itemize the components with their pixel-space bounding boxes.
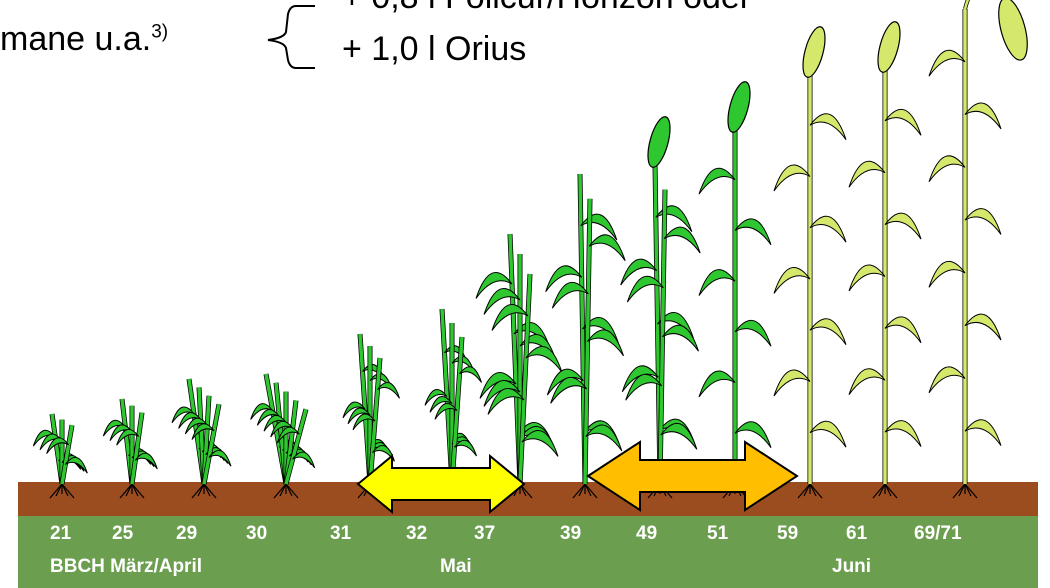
wheat-plant bbox=[773, 26, 847, 499]
month-label-juni: Juni bbox=[832, 556, 872, 577]
wheat-plant bbox=[171, 378, 232, 499]
wheat-plant bbox=[342, 333, 400, 499]
treatment-line-1: + 0,8 l Folicur/Horizon oder bbox=[342, 0, 751, 17]
bbch-stage-label: 25 bbox=[112, 523, 134, 544]
soil-strip bbox=[18, 482, 1038, 516]
plant-illustrations bbox=[32, 0, 1028, 499]
wheat-plant bbox=[620, 116, 701, 499]
wheat-plant bbox=[32, 413, 88, 499]
curly-brace bbox=[267, 5, 315, 69]
application-window-arrow-1 bbox=[356, 453, 526, 515]
product-note-left: mane u.a.3) bbox=[0, 20, 168, 59]
product-note-left-text: mane u.a. bbox=[0, 20, 152, 58]
footnote-marker: 3) bbox=[151, 21, 169, 43]
bbch-stage-label: 21 bbox=[50, 523, 72, 544]
bbch-stage-label: 30 bbox=[246, 523, 268, 544]
wheat-plant bbox=[928, 0, 1028, 499]
bbch-stage-label: 37 bbox=[474, 523, 496, 544]
wheat-plant bbox=[102, 398, 158, 499]
bbch-stage-label: 29 bbox=[176, 523, 198, 544]
month-label-mai: Mai bbox=[440, 556, 472, 577]
bbch-stage-label: 51 bbox=[707, 523, 729, 544]
bbch-scale-bar bbox=[18, 516, 1038, 588]
wheat-plant bbox=[698, 81, 772, 499]
wheat-plant bbox=[475, 233, 563, 499]
treatment-line-2: + 1,0 l Orius bbox=[342, 30, 527, 68]
wheat-plant bbox=[250, 373, 316, 499]
application-window-arrow-2 bbox=[586, 440, 799, 512]
wheat-plant bbox=[848, 21, 922, 499]
wheat-plant bbox=[545, 173, 626, 499]
month-label-maerz-april: BBCH März/April bbox=[50, 556, 203, 577]
bbch-stage-label: 31 bbox=[330, 523, 352, 544]
bbch-stage-label: 39 bbox=[560, 523, 582, 544]
bbch-stage-label: 49 bbox=[636, 523, 658, 544]
bbch-stage-label: 32 bbox=[406, 523, 428, 544]
bbch-stage-label: 69/71 bbox=[914, 523, 962, 544]
bbch-stage-label: 59 bbox=[777, 523, 799, 544]
bbch-stage-label: 61 bbox=[846, 523, 868, 544]
